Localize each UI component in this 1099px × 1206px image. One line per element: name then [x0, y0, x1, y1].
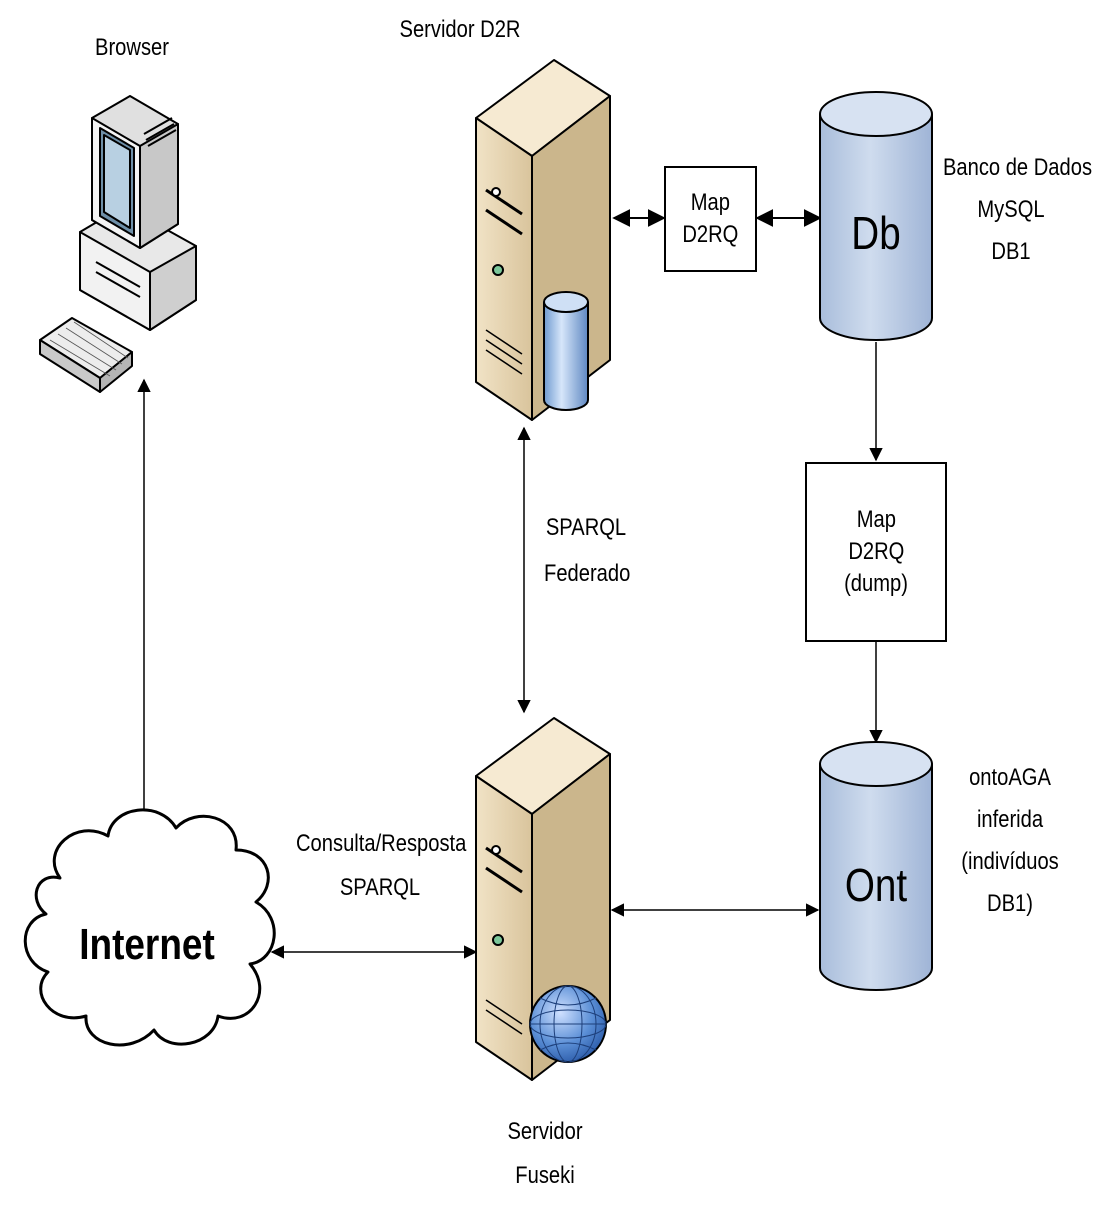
computer-icon [39, 95, 197, 393]
server-fuseki-icon [475, 717, 611, 1081]
db-desc-line-2: MySQL [977, 196, 1045, 223]
map-dump-line-1: Map [856, 506, 896, 533]
map-d2rq-line-1: Map [690, 189, 731, 216]
ont-desc-line-4: DB1) [987, 890, 1033, 917]
server-d2r-label: Servidor D2R [399, 16, 521, 43]
fuseki-line-1: Servidor [507, 1118, 583, 1145]
db-label: Db [851, 207, 901, 259]
map-d2rq-box: Map D2RQ [664, 166, 757, 272]
consulta-line-2: SPARQL [339, 874, 421, 901]
sparql-federado-line-2: Federado [544, 560, 631, 587]
consulta-resposta-label: Consulta/Resposta SPARQL [280, 828, 480, 904]
ont-label: Ont [844, 859, 908, 911]
map-d2rq-dump-box: Map D2RQ (dump) [805, 462, 947, 642]
sparql-federado-line-1: SPARQL [545, 514, 627, 541]
map-dump-line-2: D2RQ [847, 538, 905, 565]
ont-desc-line-3: (indivíduos [961, 848, 1059, 875]
db-cylinder [819, 91, 933, 341]
consulta-line-1: Consulta/Resposta [296, 830, 467, 857]
connectors [137, 209, 883, 959]
db-desc-line-3: DB1 [991, 238, 1031, 265]
ont-desc-line-2: inferida [976, 806, 1044, 833]
internet-label: Internet [79, 920, 215, 969]
sparql-federado-label: SPARQL Federado [536, 512, 636, 590]
map-d2rq-line-2: D2RQ [682, 221, 739, 248]
browser-label: Browser [95, 34, 169, 61]
db-description: Banco de Dados MySQL DB1 [930, 152, 1092, 268]
map-dump-line-3: (dump) [844, 570, 908, 597]
ont-cylinder [819, 741, 933, 991]
ont-desc-line-1: ontoAGA [969, 764, 1051, 791]
db-desc-line-1: Banco de Dados [942, 154, 1093, 181]
fuseki-line-2: Fuseki [515, 1162, 575, 1189]
ont-description: ontoAGA inferida (indivíduos DB1) [940, 762, 1080, 920]
server-d2r-icon [475, 59, 611, 421]
internet-cloud [23, 808, 276, 1047]
server-fuseki-label: Servidor Fuseki [490, 1116, 600, 1192]
